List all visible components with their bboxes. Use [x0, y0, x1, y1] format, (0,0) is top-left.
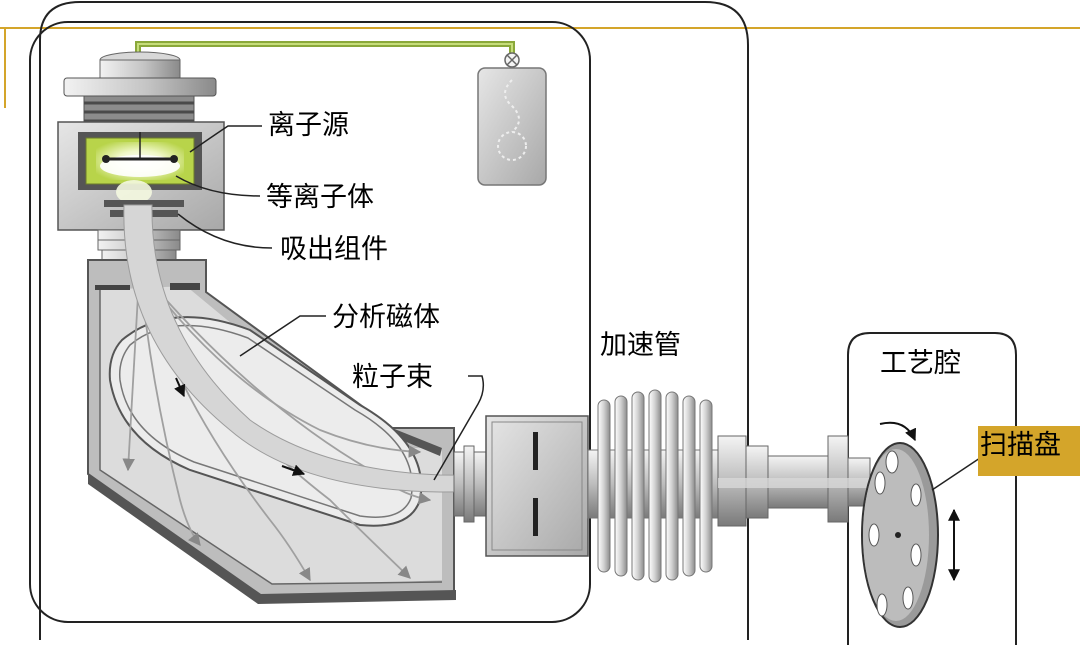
accelerator-housing [485, 415, 589, 557]
ion-source-label: 离子源 [268, 110, 349, 141]
magnet-leader [239, 315, 326, 357]
beam-coupling [453, 445, 487, 523]
process-chamber-label: 工艺腔 [880, 348, 961, 379]
scan-disk-label-bg [978, 426, 1080, 476]
scan-disk [861, 442, 939, 628]
rotation-arrow [879, 421, 916, 442]
plasma-label: 等离子体 [266, 182, 374, 213]
beam-leader [433, 375, 485, 481]
outer-enclosure [39, 1, 749, 640]
ion-beam-label: 粒子束 [352, 362, 433, 393]
extraction-leader [177, 213, 273, 249]
extraction-assembly-label: 吸出组件 [280, 234, 388, 265]
plasma-leader [175, 175, 261, 197]
accelerator-tube-label: 加速管 [600, 330, 681, 361]
ion-source-leader [189, 125, 262, 153]
analyzer-magnet-label: 分析磁体 [332, 302, 440, 333]
beam-line-pipe [717, 435, 878, 527]
accelerator-tube [587, 389, 719, 583]
plasma-chamber [85, 132, 195, 204]
inner-enclosure [29, 21, 591, 623]
scan-disk-label: 扫描盘 [980, 430, 1061, 461]
accent-line [0, 27, 1080, 108]
gas-bottle [477, 67, 547, 186]
process-chamber-enclosure [847, 332, 1017, 645]
scan-disk-leader [931, 457, 981, 491]
gas-line [135, 41, 520, 68]
